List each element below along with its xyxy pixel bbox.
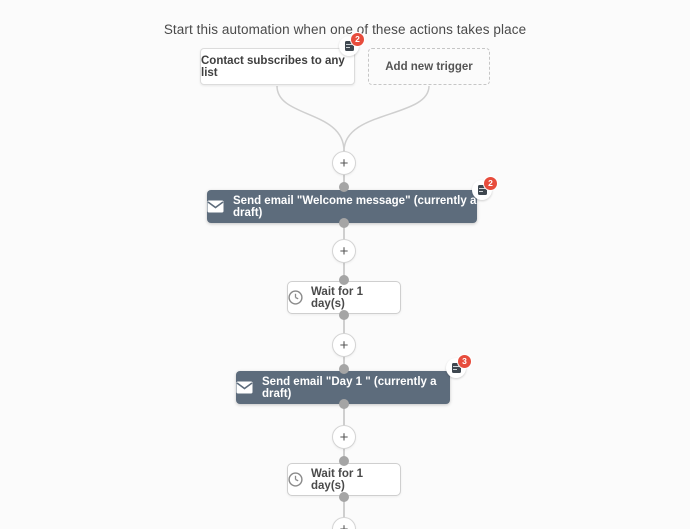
notes-count-badge: 2 [350, 32, 365, 47]
add-step-button-2[interactable]: + [332, 239, 356, 263]
node-dot [339, 218, 349, 228]
add-trigger-label: Add new trigger [385, 60, 473, 73]
plus-icon: + [339, 336, 349, 354]
notes-count-badge: 2 [483, 176, 498, 191]
envelope-icon [207, 200, 224, 213]
add-step-button-1[interactable]: + [332, 151, 356, 175]
clock-icon [288, 290, 303, 305]
envelope-icon [236, 381, 253, 394]
step-wait-1[interactable]: Wait for 1 day(s) [287, 281, 401, 314]
automation-start-heading: Start this automation when one of these … [163, 22, 527, 37]
step-label: Send email "Welcome message" (currently … [233, 194, 477, 219]
add-new-trigger-button[interactable]: Add new trigger [368, 48, 490, 85]
node-dot [339, 364, 349, 374]
add-step-button-3[interactable]: + [332, 333, 356, 357]
node-dot [339, 456, 349, 466]
add-step-button-5[interactable]: + [332, 517, 356, 529]
notes-count-badge: 3 [457, 354, 472, 369]
clock-icon [288, 472, 303, 487]
email2-notes-badge[interactable]: 3 [446, 354, 472, 378]
email1-notes-badge[interactable]: 2 [472, 176, 498, 200]
node-dot [339, 275, 349, 285]
node-dot [339, 492, 349, 502]
trigger-label: Contact subscribes to any list [201, 54, 345, 79]
add-step-button-4[interactable]: + [332, 425, 356, 449]
step-label: Wait for 1 day(s) [311, 467, 363, 492]
node-dot [339, 399, 349, 409]
node-dot [339, 310, 349, 320]
note-icon [451, 363, 461, 373]
plus-icon: + [339, 520, 349, 529]
plus-icon: + [339, 428, 349, 446]
trigger-connector-curves [276, 85, 430, 152]
step-label: Wait for 1 day(s) [311, 285, 363, 310]
step-label: Send email "Day 1 " (currently a draft) [262, 375, 437, 400]
trigger-contact-subscribes[interactable]: Contact subscribes to any list [200, 48, 355, 85]
step-send-email-welcome[interactable]: Send email "Welcome message" (currently … [207, 190, 477, 223]
step-send-email-day1[interactable]: Send email "Day 1 " (currently a draft) [236, 371, 450, 404]
plus-icon: + [339, 154, 349, 172]
note-icon [477, 185, 487, 195]
plus-icon: + [339, 242, 349, 260]
node-dot [339, 182, 349, 192]
trigger-notes-badge[interactable]: 2 [339, 32, 365, 56]
note-icon [344, 41, 354, 51]
